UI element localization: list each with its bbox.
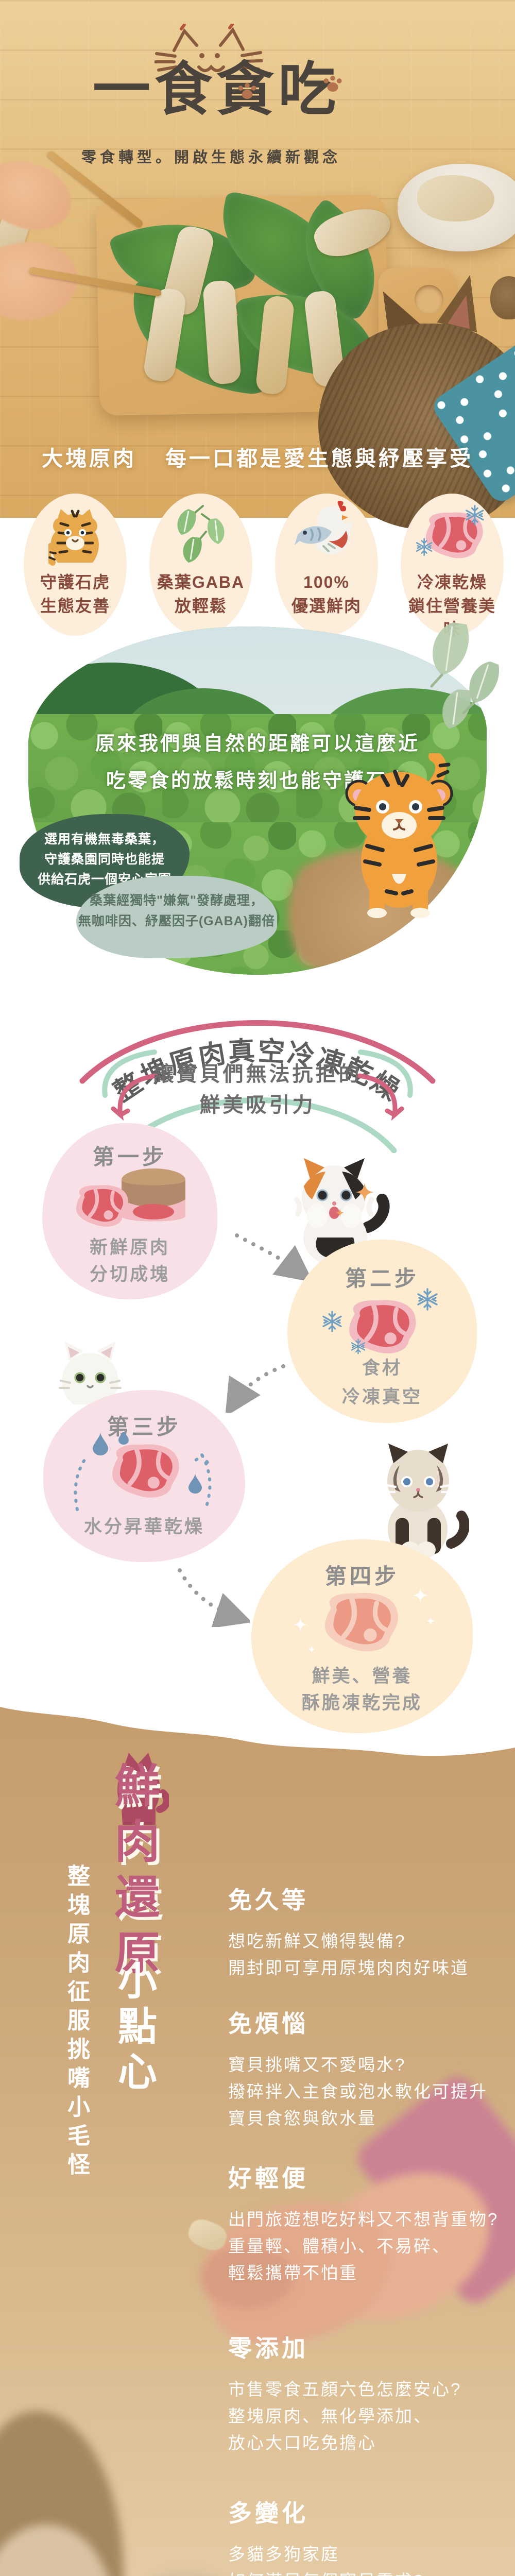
sparkle-icon bbox=[336, 1209, 344, 1217]
benefit-line: 寶貝挑嘴又不愛喝水? bbox=[228, 2055, 406, 2074]
whisker-arc-left-icon bbox=[102, 1049, 158, 1121]
treat-in-bowl bbox=[417, 175, 494, 222]
process-subtitle-2: 鮮美吸引力 bbox=[199, 1094, 316, 1116]
deckchair-cat-illustration bbox=[41, 2573, 196, 2576]
snack-section: 整塊原肉征服挑嘴小毛怪 鮮肉還原 小點心 免久等 想吃新鮮又懶得製備? 開封即可… bbox=[0, 1700, 515, 2576]
feature-leopard-cat: 守護石虎 生態友善 bbox=[24, 494, 127, 636]
step-2-label: 第二步 bbox=[345, 1266, 419, 1291]
benefit-line: 多貓多狗家庭 bbox=[228, 2545, 339, 2564]
feature-caption: 守護石虎 bbox=[40, 573, 110, 591]
sparkle-icon bbox=[355, 1183, 374, 1201]
frozen-meat-icon bbox=[416, 505, 489, 568]
step-2-caption: 冷凍真空 bbox=[341, 1387, 422, 1407]
fingers-photo bbox=[201, 2246, 294, 2308]
vertical-title-white: 小點心 bbox=[112, 1960, 156, 2096]
benefit-block-2: 免煩惱 寶貝挑嘴又不愛喝水? 撥碎拌入主食或泡水軟化可提升 寶貝食慾與飲水量 bbox=[228, 2005, 506, 2132]
hero-cat bbox=[318, 324, 515, 530]
bubble-line: 無咖啡因、紓壓因子(GABA)翻倍 bbox=[78, 914, 276, 928]
benefit-line: 市售零食五顏六色怎麼安心? bbox=[228, 2380, 462, 2399]
benefit-title: 免久等 bbox=[228, 1887, 308, 1913]
benefit-block-4: 零添加 市售零食五顏六色怎麼安心? 整塊原肉、無化學添加、 放心大口吃免擔心 bbox=[228, 2330, 506, 2456]
pink-cat-icon bbox=[117, 1753, 169, 1825]
mulberry-leaves-icon bbox=[177, 505, 225, 563]
treat-bowl bbox=[398, 164, 515, 251]
whisker-arc-right-icon bbox=[357, 1049, 413, 1121]
step-2-caption: 食材 bbox=[362, 1358, 402, 1378]
benefit-title: 好輕便 bbox=[228, 2165, 308, 2192]
benefit-line: 放心大口吃免擔心 bbox=[228, 2433, 376, 2452]
benefit-block-5: 多變化 多貓多狗家庭 如何滿足每個寶貝需求? 凍乾零食酥脆易剝散， 方便調整每個… bbox=[228, 2495, 506, 2576]
benefit-line: 整塊原肉、無化學添加、 bbox=[228, 2406, 432, 2426]
finished-freeze-dried-icon bbox=[294, 1588, 435, 1667]
benefit-line: 寶貝食慾與飲水量 bbox=[228, 2109, 376, 2128]
fish-chicken-icon bbox=[295, 501, 353, 554]
arrow-step2-to-step3 bbox=[225, 1364, 285, 1413]
arrow-step1-to-step2 bbox=[235, 1233, 313, 1282]
benefit-line: 開封即可享用原塊肉肉好味道 bbox=[228, 1958, 469, 1977]
bubble-line: 桑葉經獨特"嫌氣"發酵處理， bbox=[90, 893, 264, 908]
feature-mulberry-gaba: 桑葉GABA 放輕鬆 bbox=[149, 494, 252, 636]
feature-caption: 生態友善 bbox=[40, 597, 110, 615]
benefit-line: 想吃新鮮又懶得製備? bbox=[228, 1931, 406, 1951]
benefit-block-1: 免久等 想吃新鮮又懶得製備? 開封即可享用原塊肉肉好味道 bbox=[228, 1882, 506, 1981]
brand-tagline: 零食轉型。開啟生態永續新觀念 bbox=[81, 149, 341, 166]
step-1-caption: 分切成塊 bbox=[89, 1264, 170, 1284]
frozen-steak-icon bbox=[322, 1288, 438, 1365]
step-3-caption: 水分昇華乾燥 bbox=[83, 1517, 204, 1537]
hero-headline-left: 大塊原肉 bbox=[42, 447, 136, 470]
paw-print-icon bbox=[238, 82, 256, 99]
step-4-caption: 鮮美、營養 bbox=[312, 1666, 413, 1686]
step-4-caption: 酥脆凍乾完成 bbox=[301, 1693, 422, 1713]
feature-fresh-meat: 100% 優選鮮肉 bbox=[275, 494, 378, 636]
cutting-board-hole bbox=[415, 285, 443, 314]
tiger-illustration bbox=[345, 753, 453, 918]
watercolor-leaves-icon bbox=[430, 622, 500, 728]
vertical-title-pink: 鮮肉還原 bbox=[108, 1762, 159, 1985]
step-1-caption: 新鮮原肉 bbox=[89, 1238, 170, 1258]
benefit-title: 零添加 bbox=[228, 2335, 308, 2362]
cat-photo-paws bbox=[124, 2571, 247, 2576]
leopard-cat-icon bbox=[48, 509, 99, 566]
arched-title: 整塊原肉真空冷凍乾燥 bbox=[79, 1020, 436, 1153]
speech-bubble-light: 桑葉經獨特"嫌氣"發酵處理， 無咖啡因、紓壓因子(GABA)翻倍 bbox=[76, 876, 277, 958]
step-1-label: 第一步 bbox=[92, 1145, 167, 1169]
brand-logo: 一食貪吃 bbox=[93, 57, 340, 122]
benefit-line: 出門旅遊想吃好料又不想背重物? bbox=[228, 2210, 499, 2229]
feature-caption: 冷凍乾燥 bbox=[417, 573, 487, 591]
arrow-step3-to-step4 bbox=[178, 1568, 250, 1627]
nature-caption-1: 原來我們與自然的距離可以這麼近 bbox=[95, 733, 420, 755]
white-cat-illustration bbox=[59, 1342, 122, 1404]
benefit-block-3: 好輕便 出門旅遊想吃好料又不想背重物? 重量輕、體積小、不易碎、 輕鬆攜帶不怕重 bbox=[228, 2160, 506, 2286]
process-subtitle-1: 讓寶貝們無法抗拒的 bbox=[153, 1063, 362, 1086]
meat-chunks-icon bbox=[72, 1168, 185, 1241]
bubble-line: 守護桑園同時也能提 bbox=[44, 852, 165, 867]
step-4-label: 第四步 bbox=[324, 1564, 399, 1588]
benefit-line: 重量輕、體積小、不易碎、 bbox=[228, 2236, 451, 2256]
feature-caption: 桑葉GABA bbox=[157, 573, 245, 591]
step-3-label: 第三步 bbox=[107, 1415, 181, 1439]
benefit-title: 多變化 bbox=[228, 2500, 308, 2527]
hero-headline: 大塊原肉 每一口都是愛生態與紓壓享受 bbox=[0, 441, 515, 472]
sublimation-icon bbox=[74, 1432, 212, 1511]
hero-photo: 一食貪吃 零食轉型。開啟生態永續新觀念 大塊原肉 每一口都是愛生態與紓壓享受 bbox=[0, 0, 515, 530]
cat-doodle-icon bbox=[154, 24, 263, 72]
feature-caption: 100% bbox=[303, 573, 350, 591]
paw-print-icon bbox=[323, 75, 342, 92]
benefit-line: 如何滿足每個寶貝需求? bbox=[228, 2568, 506, 2576]
feature-caption: 優選鮮肉 bbox=[291, 597, 362, 615]
feature-caption: 放輕鬆 bbox=[174, 597, 227, 615]
benefit-line: 輕鬆攜帶不怕重 bbox=[228, 2263, 358, 2282]
hero-headline-right: 每一口都是愛生態與紓壓享受 bbox=[165, 447, 473, 470]
bubble-line: 選用有機無毒桑葉， bbox=[44, 832, 165, 846]
benefit-line: 撥碎拌入主食或泡水軟化可提升 bbox=[228, 2082, 488, 2101]
benefit-title: 免煩惱 bbox=[228, 2010, 308, 2037]
cat-paw-photo bbox=[490, 276, 515, 319]
feature-freeze-dried: 冷凍乾燥 鎖住營養美味 bbox=[401, 494, 504, 638]
vertical-side-text: 整塊原肉征服挑嘴小毛怪 bbox=[64, 1864, 89, 2181]
